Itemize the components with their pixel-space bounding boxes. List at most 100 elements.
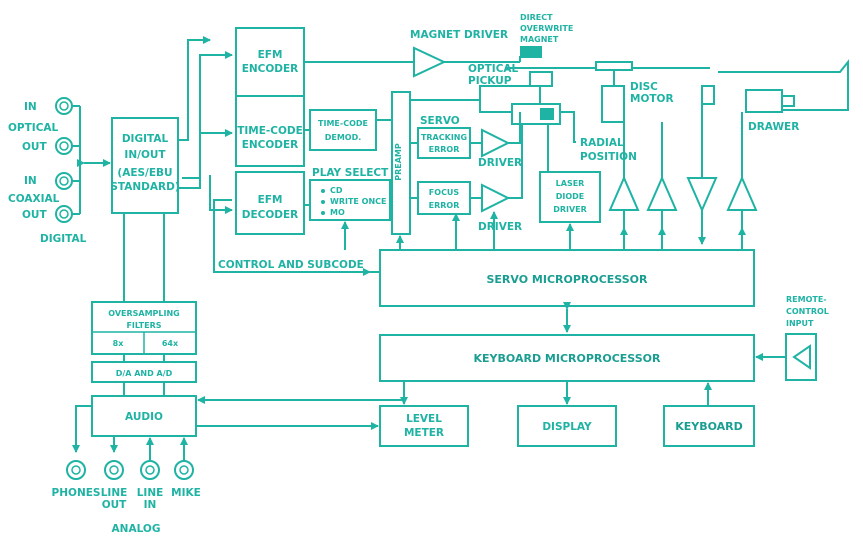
efm-encoder-line1: EFM bbox=[258, 49, 283, 61]
label-disc-motor-line2: MOTOR bbox=[630, 93, 674, 105]
label-remote-line3: INPUT bbox=[786, 319, 814, 328]
label-magnet-driver: MAGNET DRIVER bbox=[410, 29, 508, 41]
oversampling-64x: 64x bbox=[162, 339, 179, 348]
label-out-optical: OUT bbox=[22, 141, 47, 153]
label-radial-line1: RADIAL bbox=[580, 137, 624, 149]
remote-sensor-icon bbox=[792, 344, 811, 370]
label-line-out-2: OUT bbox=[102, 499, 127, 511]
keyboard-label: KEYBOARD bbox=[675, 420, 743, 433]
label-remote-line1: REMOTE- bbox=[786, 295, 827, 304]
play-select-label: PLAY SELECT bbox=[312, 167, 389, 179]
radial-driver-triangle bbox=[608, 175, 640, 211]
analog-jacks bbox=[66, 460, 194, 480]
digital-io-line3: (AES/EBU bbox=[117, 167, 172, 179]
label-driver2: DRIVER bbox=[478, 221, 522, 233]
label-remote-line2: CONTROL bbox=[786, 307, 829, 316]
tc-demod-line2: DEMOD. bbox=[325, 133, 362, 142]
disc-spindle bbox=[595, 61, 633, 71]
efm-decoder-line2: DECODER bbox=[242, 209, 299, 221]
audio-label: AUDIO bbox=[125, 411, 163, 423]
efm-decoder-line1: EFM bbox=[258, 194, 283, 206]
play-option-write-once[interactable]: WRITE ONCE bbox=[330, 197, 387, 206]
digital-io-line2: IN/OUT bbox=[124, 149, 166, 161]
play-option-mo[interactable]: MO bbox=[330, 208, 345, 217]
keyboard-microprocessor-label: KEYBOARD MICROPROCESSOR bbox=[474, 352, 661, 365]
servo-microprocessor-box bbox=[379, 249, 755, 307]
label-dom-line3: MAGNET bbox=[520, 35, 559, 44]
da-ad-label: D/A AND A/D bbox=[116, 369, 173, 378]
label-digital: DIGITAL bbox=[40, 233, 87, 245]
drawer-tray bbox=[718, 59, 849, 111]
play-option-cd[interactable]: CD bbox=[330, 186, 343, 195]
ldd-line2: DIODE bbox=[556, 192, 585, 201]
tracking-error-line2: ERROR bbox=[429, 145, 460, 154]
time-code-demod-box bbox=[309, 109, 377, 151]
tracking-driver-triangle bbox=[481, 128, 511, 158]
digital-io-line4: STANDARD) bbox=[110, 181, 179, 193]
audio-box bbox=[91, 395, 197, 437]
label-in-coaxial: IN bbox=[24, 175, 37, 187]
magnet-driver-triangle bbox=[413, 46, 447, 78]
drawer-sensor-icon bbox=[701, 85, 715, 105]
label-dom-line1: DIRECT bbox=[520, 13, 553, 22]
digital-jacks bbox=[55, 97, 111, 223]
oversampling-line2: FILTERS bbox=[126, 321, 161, 330]
efm-encoder-line2: ENCODER bbox=[242, 63, 299, 75]
display-box bbox=[517, 405, 617, 447]
label-dom-line2: OVERWRITE bbox=[520, 24, 573, 33]
level-meter-box bbox=[379, 405, 469, 447]
drawer-sensor-driver-triangle bbox=[686, 177, 718, 213]
disc-motor-icon bbox=[601, 85, 625, 123]
servo-microprocessor-label: SERVO MICROPROCESSOR bbox=[487, 273, 649, 286]
drawer-driver-triangle bbox=[726, 175, 758, 211]
laser-diode-driver-box bbox=[539, 171, 601, 223]
label-driver1: DRIVER bbox=[478, 157, 522, 169]
label-servo: SERVO bbox=[420, 115, 460, 127]
efm-decoder-box bbox=[235, 171, 305, 235]
label-mike: MIKE bbox=[171, 487, 201, 499]
da-ad-box bbox=[91, 361, 197, 383]
ldd-line1: LASER bbox=[556, 179, 585, 188]
focus-error-line1: FOCUS bbox=[429, 188, 460, 197]
tc-encoder-line2: ENCODER bbox=[242, 139, 299, 151]
efm-encoder-box bbox=[235, 27, 305, 97]
focus-error-line2: ERROR bbox=[429, 201, 460, 210]
digital-io-line1: DIGITAL bbox=[122, 133, 169, 145]
oversampling-line1: OVERSAMPLING bbox=[108, 309, 180, 318]
focus-driver-triangle bbox=[481, 183, 511, 213]
label-drawer: DRAWER bbox=[748, 121, 799, 133]
label-control-subcode: CONTROL AND SUBCODE bbox=[218, 259, 364, 271]
tracking-error-box bbox=[417, 127, 471, 159]
ldd-line3: DRIVER bbox=[553, 205, 587, 214]
label-radial-line2: POSITION bbox=[580, 151, 637, 163]
label-optical-pickup-line2: PICKUP bbox=[468, 75, 512, 87]
time-code-encoder-box bbox=[235, 95, 305, 167]
label-optical-pickup-line1: OPTICAL bbox=[468, 63, 519, 75]
tc-demod-line1: TIME-CODE bbox=[318, 119, 368, 128]
preamp-box bbox=[391, 91, 411, 235]
oversampling-8x: 8x bbox=[113, 339, 125, 348]
label-phones: PHONES bbox=[52, 487, 101, 499]
label-line-in-1: LINE bbox=[137, 487, 164, 499]
keyboard-microprocessor-box bbox=[379, 334, 755, 382]
disc-motor-driver-triangle bbox=[646, 175, 678, 211]
label-optical: OPTICAL bbox=[8, 122, 59, 134]
level-meter-line2: METER bbox=[404, 427, 444, 439]
magnet-icon bbox=[520, 46, 542, 58]
label-line-in-2: IN bbox=[144, 499, 157, 511]
label-coaxial: COAXIAL bbox=[8, 193, 60, 205]
label-disc-motor-line1: DISC bbox=[630, 81, 658, 93]
preamp-label: PREAMP bbox=[394, 143, 403, 181]
label-analog: ANALOG bbox=[112, 523, 161, 535]
label-out-coaxial: OUT bbox=[22, 209, 47, 221]
level-meter-line1: LEVEL bbox=[406, 413, 442, 425]
digital-io-box bbox=[111, 117, 179, 214]
tracking-error-line1: TRACKING bbox=[421, 133, 467, 142]
display-label: DISPLAY bbox=[542, 421, 592, 433]
drawer-motor-icon bbox=[745, 89, 783, 113]
keyboard-box[interactable] bbox=[663, 405, 755, 447]
label-in-optical: IN bbox=[24, 101, 37, 113]
tc-encoder-line1: TIME-CODE bbox=[237, 125, 303, 137]
label-line-out-1: LINE bbox=[101, 487, 128, 499]
